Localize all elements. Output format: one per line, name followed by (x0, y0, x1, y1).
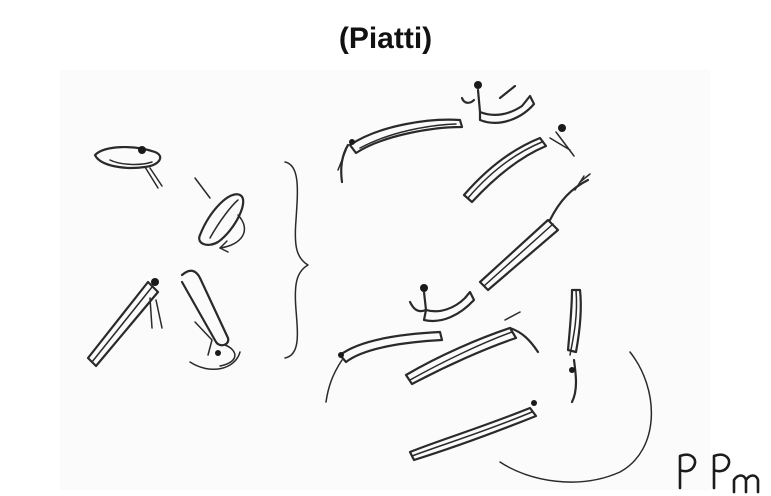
cymbal-sketch-rotating (194, 177, 246, 253)
handwritten-label-art (678, 453, 760, 494)
cymbal-sketch-long-diagonal (462, 124, 575, 204)
cymbal-stroke-sketches (60, 70, 710, 490)
curly-brace (284, 161, 309, 359)
cymbal-sketch-bottom-center (325, 284, 540, 403)
cymbal-sketch-top-left (93, 145, 163, 189)
cymbal-sketch-middle-right (478, 173, 591, 292)
cymbal-sketch-bottom-left (86, 269, 241, 370)
cymbal-sketch-bottom (408, 400, 538, 462)
page-title: (Piatti) (338, 22, 433, 55)
cymbal-sketch-vertical (566, 288, 582, 404)
cymbal-sketch-top-right (337, 81, 536, 184)
swing-arc (499, 351, 653, 483)
